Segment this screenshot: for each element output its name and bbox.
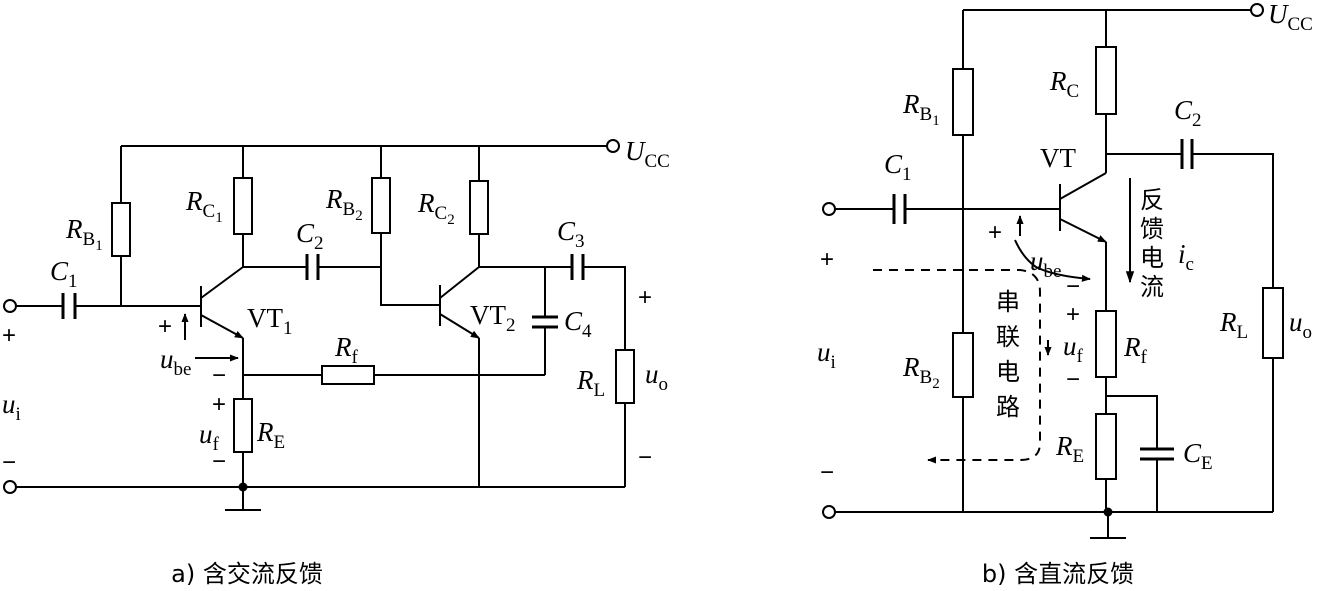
- minus-uf-b: −: [1066, 366, 1080, 393]
- plus-uf-a: +: [212, 391, 226, 418]
- plus-uf-b: +: [1066, 301, 1080, 328]
- label-rc2-a: RC2: [417, 188, 455, 228]
- plus-ube-a: +: [158, 313, 172, 340]
- label-c2-a: C2: [296, 218, 324, 254]
- label-uf-b: uf: [1063, 331, 1084, 367]
- plus-input-b: +: [820, 246, 834, 273]
- label-c4-a: C4: [564, 306, 592, 342]
- resistor-re-b: [1095, 413, 1117, 480]
- label-ui-b: ui: [817, 337, 836, 373]
- svg-text:联: 联: [996, 323, 1020, 351]
- svg-text:反: 反: [1140, 186, 1164, 214]
- label-rf-b: Rf: [1123, 332, 1148, 368]
- minus-input-b: −: [820, 459, 834, 486]
- svg-text:串: 串: [996, 288, 1020, 316]
- resistor-rf-a: [321, 365, 375, 385]
- svg-text:流: 流: [1140, 273, 1164, 301]
- resistor-rc2-a: [469, 180, 489, 235]
- circuit-a: [3, 139, 635, 511]
- minus-uf-a: −: [212, 448, 226, 475]
- label-rl-b: RL: [1219, 307, 1248, 343]
- label-c1-a: C1: [50, 256, 78, 292]
- label-vt2: VT2: [470, 300, 516, 336]
- label-rb1-a: RB1: [65, 214, 103, 254]
- label-rb2-b: RB2: [902, 352, 940, 392]
- label-c3-a: C3: [557, 216, 585, 252]
- label-ucc-b: UCC: [1268, 0, 1313, 35]
- label-rf-a: Rf: [334, 332, 359, 368]
- caption-a: a) 含交流反馈: [171, 560, 323, 588]
- minus-input-a: −: [2, 449, 16, 476]
- plus-input-a: +: [2, 322, 16, 349]
- label-rc1-a: RC1: [185, 186, 223, 226]
- minus-ube-b: −: [1066, 273, 1080, 300]
- label-ce-b: CE: [1183, 438, 1213, 474]
- label-rb1-b: RB1: [902, 89, 940, 129]
- label-re-b: RE: [1055, 431, 1084, 467]
- ground-terminal-b: [822, 505, 836, 519]
- resistor-rb1-b: [952, 68, 974, 136]
- input-terminal-a: [3, 299, 17, 313]
- label-ube-b: ube: [1030, 246, 1061, 282]
- label-ic-b: ic: [1178, 239, 1194, 275]
- minus-output-a: −: [638, 444, 652, 471]
- supply-terminal-a: [606, 139, 620, 153]
- resistor-rb2-a: [371, 177, 391, 234]
- label-rc-b: RC: [1049, 66, 1079, 102]
- supply-terminal-b: [1250, 3, 1264, 17]
- series-circuit-label: 串 联 电 路: [996, 288, 1020, 421]
- svg-text:电: 电: [996, 358, 1020, 386]
- circuit-b: [822, 3, 1284, 539]
- label-c1-b: C1: [884, 149, 912, 185]
- label-uo-b: uo: [1289, 307, 1312, 343]
- resistor-rf-b: [1095, 310, 1117, 378]
- resistor-rb1-a: [111, 202, 131, 257]
- resistor-rc-b: [1095, 46, 1117, 115]
- label-rb2-a: RB2: [325, 184, 363, 224]
- feedback-current-label: 反 馈 电 流: [1140, 186, 1164, 301]
- plus-output-a: +: [638, 284, 652, 311]
- label-ui-a: ui: [2, 389, 21, 425]
- resistor-re-a: [233, 398, 253, 453]
- resistor-rl-b: [1262, 287, 1284, 359]
- resistor-rl-a: [615, 349, 635, 404]
- label-c2-b: C2: [1174, 95, 1202, 131]
- label-re-a: RE: [256, 417, 285, 453]
- caption-b: b) 含直流反馈: [982, 560, 1134, 588]
- label-ube-a: ube: [160, 344, 191, 380]
- svg-text:馈: 馈: [1140, 215, 1164, 243]
- plus-ube-b: +: [988, 219, 1002, 246]
- svg-text:电: 电: [1140, 244, 1164, 272]
- resistor-rc1-a: [233, 177, 253, 235]
- input-terminal-b: [822, 202, 836, 216]
- resistor-rb2-b: [952, 332, 974, 398]
- label-vt1: VT1: [247, 303, 293, 339]
- minus-ube-a: −: [212, 362, 226, 389]
- svg-text:路: 路: [996, 393, 1020, 421]
- label-vt-b: VT: [1040, 143, 1076, 173]
- label-rl-a: RL: [576, 365, 605, 401]
- label-ucc-a: UCC: [625, 136, 670, 172]
- ground-terminal-a: [3, 480, 17, 494]
- label-uf-a: uf: [199, 419, 220, 455]
- label-uo-a: uo: [645, 359, 668, 395]
